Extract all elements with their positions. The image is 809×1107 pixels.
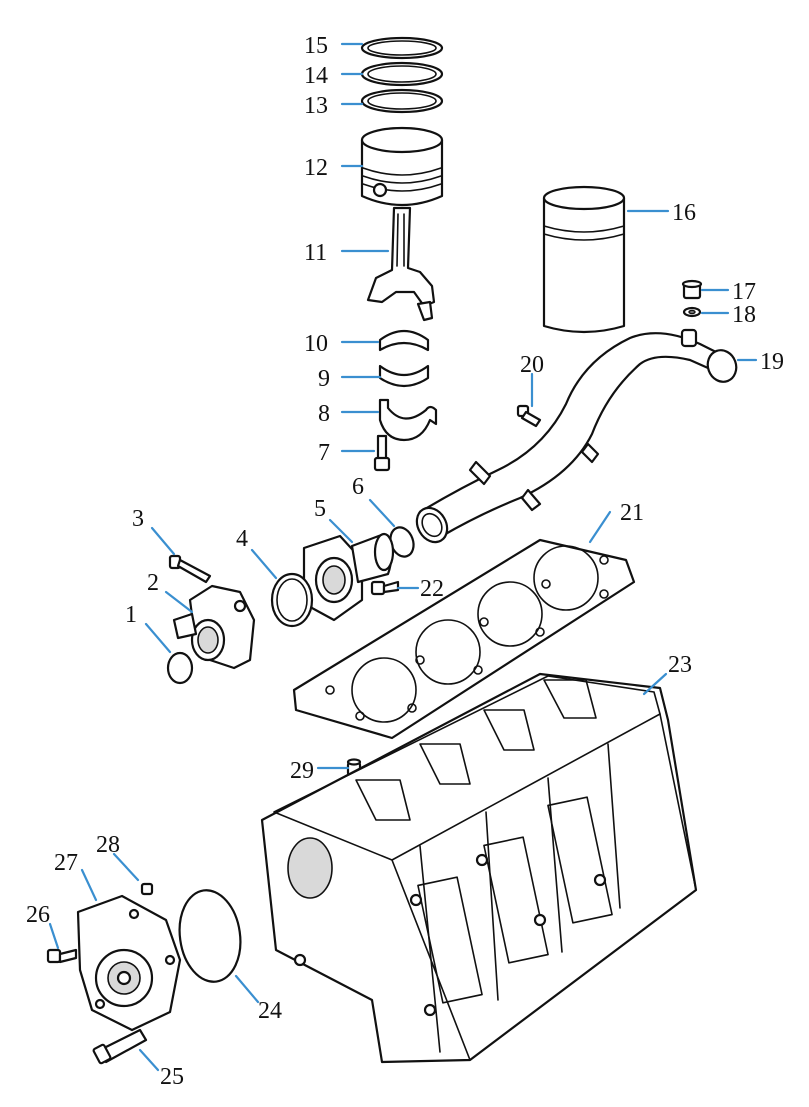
callout-26: 26: [26, 902, 50, 928]
thermostat-housing: [302, 532, 395, 622]
outlet-bolt: [168, 554, 212, 584]
callout-10: 10: [304, 331, 328, 357]
dowel-pin-pump: [140, 882, 154, 896]
callout-8: 8: [318, 401, 330, 427]
callout-20: 20: [520, 352, 544, 378]
piston-ring-middle: [360, 61, 444, 87]
callout-4: 4: [236, 526, 248, 552]
leader-25: [138, 1048, 160, 1072]
callout-18: 18: [732, 302, 756, 328]
piston-ring-top: [360, 36, 444, 60]
piston: [360, 126, 444, 207]
callout-14: 14: [304, 63, 328, 89]
callout-7: 7: [318, 440, 330, 466]
callout-5: 5: [314, 496, 326, 522]
leader-21: [588, 510, 612, 544]
callout-21: 21: [620, 500, 644, 526]
coolant-outlet-housing: [172, 584, 256, 670]
callout-22: 22: [420, 576, 444, 602]
pipe-bolt: [516, 404, 542, 428]
o-ring-large: [270, 572, 314, 628]
water-pump: [76, 894, 182, 1032]
cylinder-liner: [542, 185, 626, 334]
sealing-washer: [682, 306, 702, 318]
callout-15: 15: [304, 33, 328, 59]
connecting-rod-cap: [378, 398, 438, 442]
callout-25: 25: [160, 1064, 184, 1090]
leader-24: [234, 974, 260, 1004]
leader-23: [642, 672, 668, 696]
bearing-shell-upper: [378, 329, 430, 352]
rod-cap-bolt: [373, 434, 391, 472]
leader-4: [250, 548, 278, 580]
callout-16: 16: [672, 200, 696, 226]
leader-6: [368, 498, 396, 528]
connecting-rod: [366, 206, 436, 322]
water-pump-gasket: [178, 889, 242, 983]
callout-3: 3: [132, 506, 144, 532]
callout-23: 23: [668, 652, 692, 678]
callout-13: 13: [304, 93, 328, 119]
callout-2: 2: [147, 570, 159, 596]
leader-2: [164, 590, 194, 614]
cylinder-block: [260, 672, 698, 1064]
pump-bolt: [46, 948, 78, 964]
callout-29: 29: [290, 758, 314, 784]
piston-ring-oil: [360, 88, 444, 114]
leader-1: [144, 622, 172, 654]
pump-stud: [92, 1028, 148, 1065]
callout-24: 24: [258, 998, 282, 1024]
housing-bolt: [370, 580, 400, 596]
callout-11: 11: [304, 240, 327, 266]
drain-plug: [681, 279, 703, 300]
callout-9: 9: [318, 366, 330, 392]
leader-3: [150, 526, 176, 556]
callout-labels: 1 2 3 4 5 6 7 8 9 10 11 12 13 14 15 16 1…: [26, 33, 784, 1090]
callout-19: 19: [760, 349, 784, 375]
leader-28: [112, 852, 140, 882]
bearing-shell-lower: [378, 364, 430, 388]
coolant-pipe: [415, 328, 738, 544]
callout-1: 1: [125, 602, 137, 628]
leader-5: [328, 518, 354, 544]
leader-27: [80, 868, 98, 902]
callout-17: 17: [732, 279, 756, 305]
callout-6: 6: [352, 474, 364, 500]
leader-lines: [48, 42, 758, 1072]
leader-26: [48, 922, 60, 950]
callout-28: 28: [96, 832, 120, 858]
callout-12: 12: [304, 155, 328, 181]
outlet-o-ring: [166, 651, 194, 685]
callout-27: 27: [54, 850, 78, 876]
cylinder-head-gasket: [292, 538, 636, 740]
